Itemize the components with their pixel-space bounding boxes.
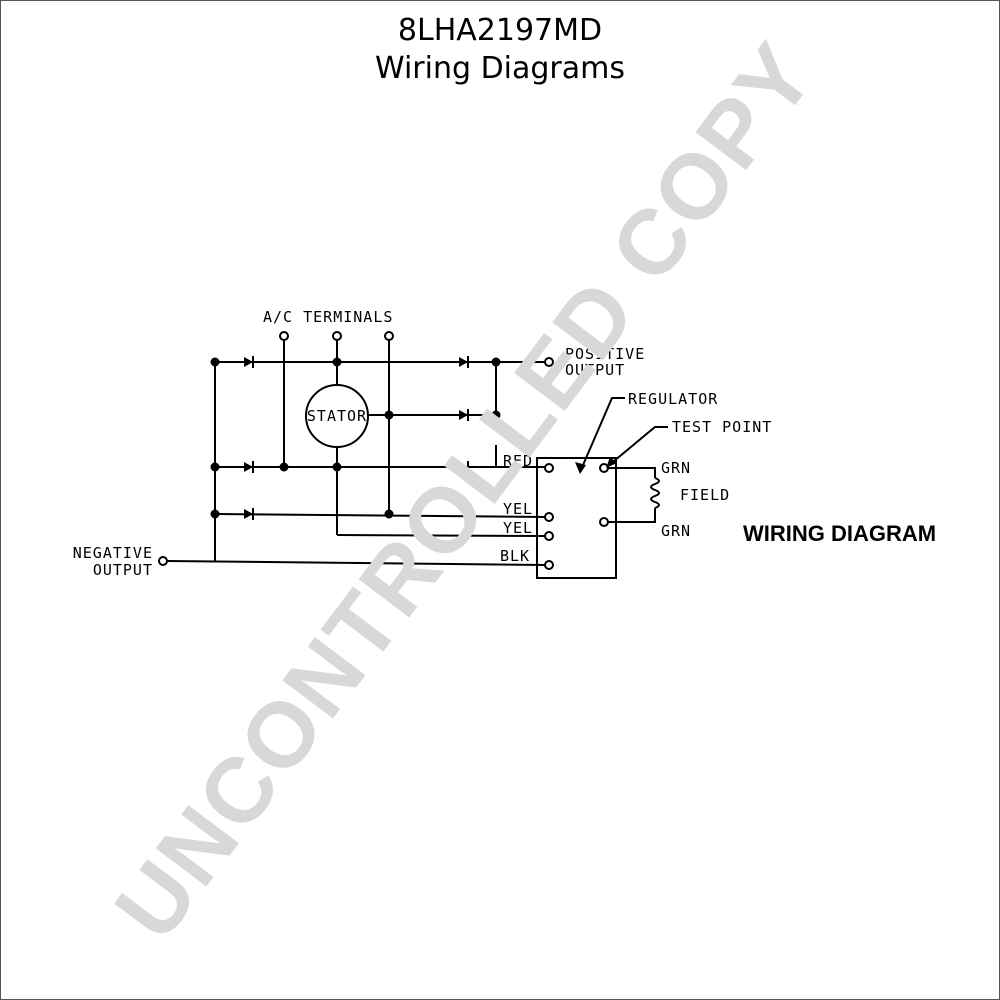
diode-2 — [458, 355, 469, 369]
test-point-label: TEST POINT — [672, 418, 772, 436]
page-header: 8LHA2197MD Wiring Diagrams — [0, 12, 1000, 88]
ac-terminal-3[interactable] — [384, 331, 394, 341]
reg-terminal-yel-1[interactable] — [544, 512, 554, 522]
ac-terminal-1[interactable] — [279, 331, 289, 341]
blk-label: BLK — [500, 547, 530, 565]
regulator-leader — [579, 397, 625, 473]
regulator-box — [536, 457, 617, 579]
reg-terminal-blk[interactable] — [544, 560, 554, 570]
red-label: RED — [503, 452, 533, 470]
yel-label-1: YEL — [503, 500, 533, 518]
reg-terminal-yel-2[interactable] — [544, 531, 554, 541]
yel-row-1 — [214, 513, 546, 518]
diode-5 — [243, 507, 254, 521]
page-subtitle: Wiring Diagrams — [374, 51, 626, 86]
positive-output-label-2: OUTPUT — [565, 361, 625, 379]
negative-output-label-1: NEGATIVE — [73, 544, 153, 562]
positive-output-label-1: POSITIVE — [565, 345, 645, 363]
test-point-leader — [607, 426, 668, 467]
blk-row — [166, 560, 546, 566]
field-wire-top — [608, 467, 656, 478]
wiring-diagram-label: WIRING DIAGRAM — [743, 521, 936, 546]
ac-terminals-label: A/C TERMINALS — [263, 308, 393, 326]
field-wire-bottom — [608, 508, 656, 523]
positive-output-terminal[interactable] — [544, 357, 554, 367]
field-label: FIELD — [680, 486, 730, 504]
yel-row-2 — [336, 534, 546, 537]
junction-dots — [210, 357, 501, 519]
field-coil — [650, 477, 660, 509]
test-point-terminal[interactable] — [599, 463, 609, 473]
negative-output-terminal[interactable] — [158, 556, 168, 566]
reg-terminal-red[interactable] — [544, 463, 554, 473]
diode-3 — [243, 460, 254, 474]
grn-top-label: GRN — [661, 459, 691, 477]
part-number-title: 8LHA2197MD — [397, 13, 603, 48]
regulator-label: REGULATOR — [628, 390, 718, 408]
reg-terminal-field[interactable] — [599, 517, 609, 527]
ac-terminal-2[interactable] — [332, 331, 342, 341]
grn-bottom-label: GRN — [661, 522, 691, 540]
yel-label-2: YEL — [503, 519, 533, 537]
diode-1 — [243, 355, 254, 369]
negative-output-label-2: OUTPUT — [93, 561, 153, 579]
stator-label: STATOR — [307, 407, 367, 425]
test-point-arrow — [606, 457, 617, 468]
regulator-arrow — [575, 462, 586, 474]
